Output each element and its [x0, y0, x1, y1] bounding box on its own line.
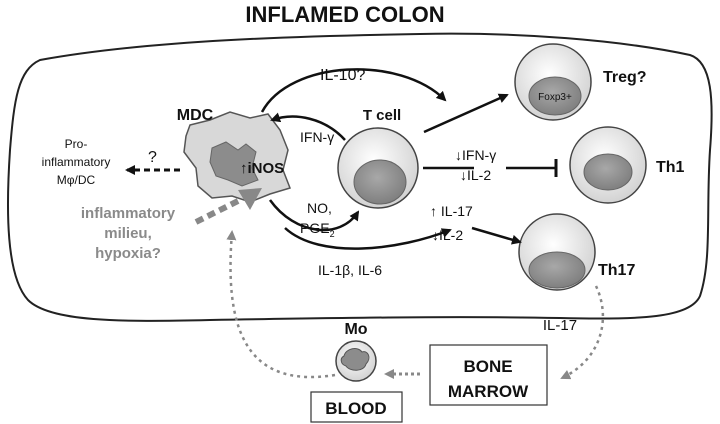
foxp3-label: Foxp3+ — [538, 92, 572, 103]
th1-label: Th1 — [656, 159, 685, 176]
il17-out-label: IL-17 — [543, 317, 577, 334]
milieu-line1: inflammatory — [81, 205, 176, 222]
pro-label: Pro- — [65, 137, 88, 151]
pge2-label: PGE2 — [300, 220, 335, 239]
bone-marrow-line1: BONE — [463, 357, 512, 376]
milieu-line2: milieu, — [104, 225, 152, 242]
mdc-nucleus — [209, 141, 259, 187]
treg-label: Treg? — [603, 69, 647, 86]
bone-marrow-line2: MARROW — [448, 382, 529, 401]
ifng-label: IFN-γ — [300, 129, 334, 145]
no-label: NO, — [307, 200, 332, 216]
il1b-label: IL-1β, IL-6 — [318, 262, 382, 278]
bone-marrow-box — [429, 344, 548, 406]
colon-outline — [6, 32, 713, 322]
th1-nucleus — [583, 153, 633, 191]
up-il17-label: ↑ IL-17 — [430, 203, 473, 219]
mo-label: Mo — [344, 321, 367, 338]
tcell-to-th17-arrow — [471, 226, 522, 245]
il10-label: IL-10? — [320, 67, 365, 84]
t-cell-label: T cell — [363, 107, 401, 124]
title: INFLAMED COLON — [245, 2, 444, 27]
treg-nucleus — [528, 76, 582, 116]
th17-nucleus — [528, 251, 586, 289]
no-pge2-arrow — [268, 199, 360, 232]
milieu-arrow — [194, 197, 242, 225]
inflammatory-label: inflammatory — [42, 155, 111, 169]
t-cell-nucleus — [353, 159, 407, 205]
down-ifng-label: ↓IFN-γ — [455, 147, 496, 163]
th17-label: Th17 — [598, 262, 635, 279]
macrophage-dc-label: Mφ/DC — [57, 173, 96, 187]
il1b-arrow — [284, 227, 452, 250]
question-mark: ? — [148, 149, 157, 166]
milieu-arrowhead — [238, 188, 262, 210]
blood-box — [310, 391, 403, 423]
ifng-arrow — [270, 112, 346, 141]
mo-nucleus — [340, 348, 370, 371]
mdc-label: MDC — [177, 107, 214, 124]
milieu-line3: hypoxia? — [95, 245, 161, 262]
down-il2-label-a: ↓IL-2 — [460, 167, 491, 183]
tcell-to-treg-arrow — [423, 93, 509, 134]
il10-arrow — [260, 68, 447, 113]
down-il2-label-b: ↓IL-2 — [432, 227, 463, 243]
inos-label: ↑iNOS — [240, 160, 284, 177]
mo-to-mdc-arrow — [226, 230, 336, 379]
blood-label: BLOOD — [325, 399, 386, 418]
